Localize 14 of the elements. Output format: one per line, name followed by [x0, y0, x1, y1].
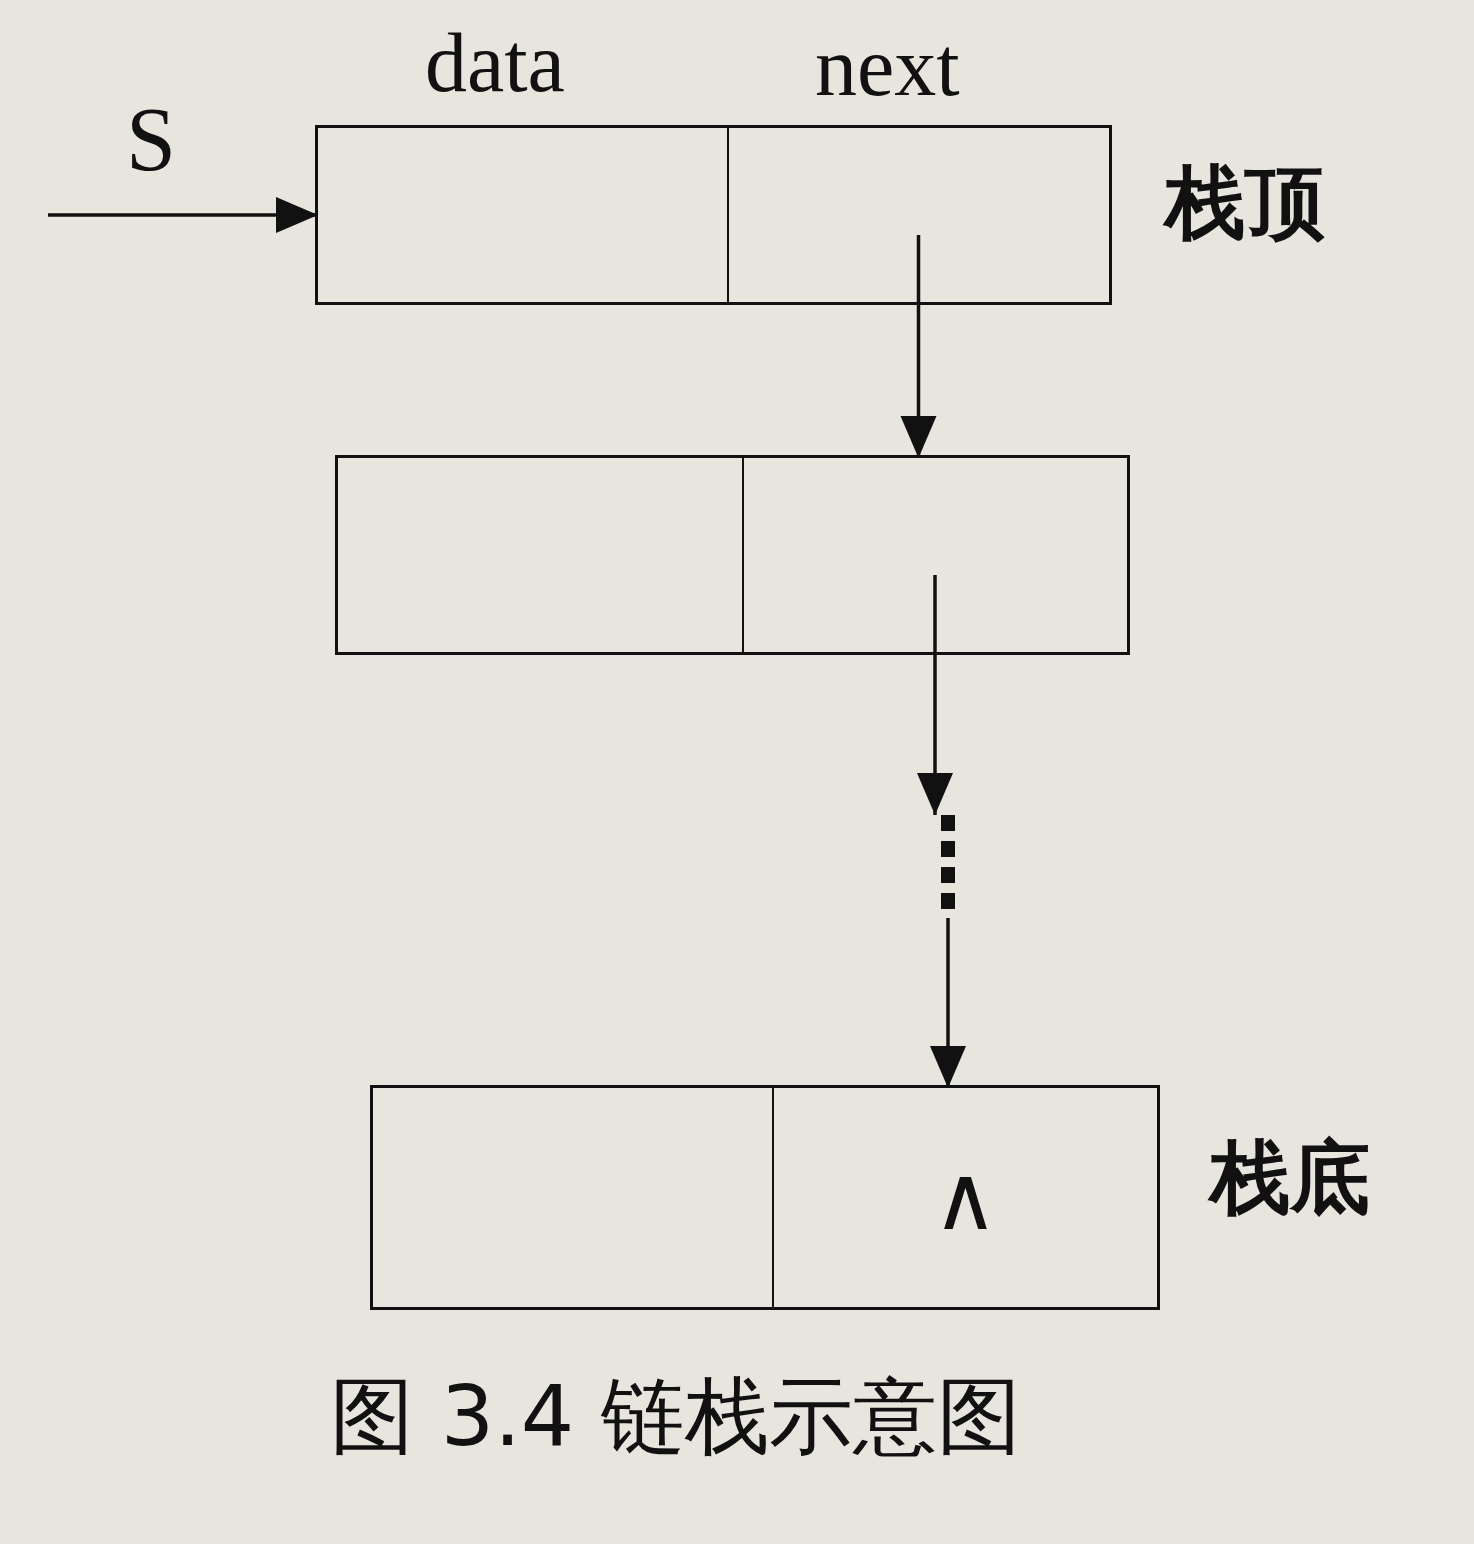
node-caption: 栈顶 — [1165, 155, 1325, 251]
node-caption: 栈底 — [1210, 1130, 1370, 1226]
arrow — [900, 235, 937, 458]
arrow — [48, 197, 318, 233]
pointer-name: S — [126, 95, 177, 185]
list-node-box — [335, 455, 1130, 655]
figure-caption: 图 3.4 链栈示意图 — [330, 1366, 1021, 1467]
next-field: ∧ — [773, 1088, 1157, 1307]
list-node-box — [315, 125, 1112, 305]
arrow — [917, 575, 953, 815]
arrow — [930, 918, 966, 1088]
list-node-box — [370, 1085, 1160, 1310]
column-heading: next — [815, 22, 960, 112]
column-heading: data — [425, 18, 565, 108]
